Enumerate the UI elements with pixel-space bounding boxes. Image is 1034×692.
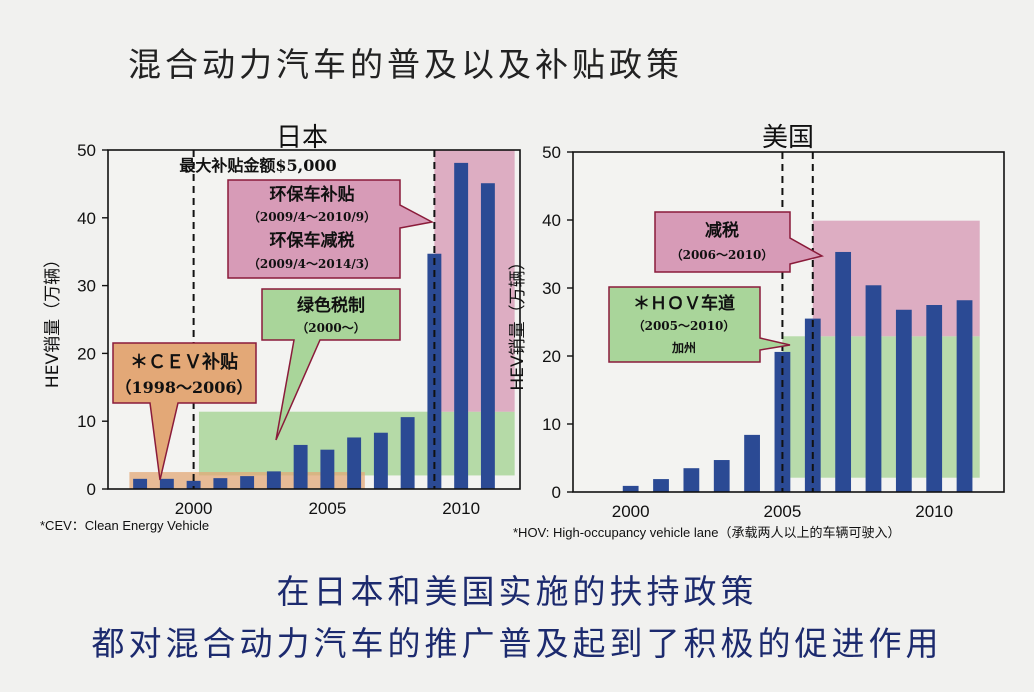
japan-bar-2000: [186, 480, 201, 489]
japan-bar-2011: [480, 183, 495, 490]
japan-ylabel: HEV销量（万辆）: [43, 251, 63, 388]
us-hov-callout: [608, 286, 791, 363]
us-hov-note: 加州: [671, 340, 696, 355]
japan-bar-2001: [213, 478, 228, 489]
japan-cev-label: ＊ＣＥＶ补贴: [130, 351, 238, 373]
us-ylabel: HEV销量（万辆）: [508, 253, 528, 390]
japan-chart-title: 日本: [276, 123, 329, 153]
japan-eco-tax-label: 环保车减税: [270, 230, 355, 251]
us-ytick-label-40: 40: [542, 211, 561, 230]
us-chart-title: 美国: [762, 123, 815, 153]
japan-bar-2003: [266, 471, 281, 489]
japan-max-subsidy-label: 最大补贴金额$5,000: [179, 156, 336, 175]
japan-bar-2007: [373, 432, 388, 489]
japan-green-period: （2000～）: [296, 320, 365, 335]
us-bar-2008: [865, 285, 882, 492]
us-tax-period: （2006～2010）: [671, 247, 774, 262]
us-bar-2001: [653, 479, 669, 492]
us-ytick-label-20: 20: [542, 347, 561, 366]
japan-bar-2004: [293, 444, 308, 489]
japan-ytick-label-40: 40: [77, 209, 96, 228]
us-ytick-label-30: 30: [542, 279, 561, 298]
japan-xtick-label-2000: 2000: [175, 499, 213, 518]
japan-eco-tax-period: （2009/4～2014/3）: [248, 256, 376, 271]
japan-eco-subsidy-label: 环保车补贴: [270, 184, 355, 205]
us-ytick-label-0: 0: [552, 483, 561, 502]
us-ytick-label-50: 50: [542, 143, 561, 162]
japan-bar-2002: [240, 476, 255, 489]
japan-ytick-label-20: 20: [77, 344, 96, 363]
us-tax-callout: [654, 211, 825, 273]
japan-bar-2010: [454, 162, 469, 489]
japan-eco-band: [434, 150, 515, 412]
us-bar-2011: [956, 300, 973, 492]
us-bar-2003: [713, 460, 730, 492]
us-footnote: *HOV: High-occupancy vehicle lane（承载两人以上…: [513, 525, 901, 540]
japan-ytick-label-10: 10: [77, 412, 96, 431]
japan-eco-callout: [227, 179, 435, 279]
japan-bar-2005: [320, 449, 335, 489]
us-hov-label: ＊ＨＯＶ车道: [633, 293, 735, 314]
japan-bar-2008: [400, 417, 415, 489]
japan-footnote: *CEV：Clean Energy Vehicle: [40, 518, 210, 533]
main-title: 混合动力汽车的普及以及补贴政策: [128, 45, 683, 84]
japan-plot-frame: [107, 149, 521, 490]
us-ytick-label-10: 10: [542, 415, 561, 434]
japan-cev-period: （1998～2006）: [115, 378, 252, 397]
us-plot-frame: [572, 151, 1005, 493]
conclusion-line-1: 在日本和美国实施的扶持政策: [276, 572, 758, 611]
conclusion-line-2: 都对混合动力汽车的推广普及起到了积极的促进作用: [91, 624, 943, 663]
japan-ytick-label-30: 30: [77, 277, 96, 296]
japan-ytick-label-50: 50: [77, 141, 96, 160]
japan-bar-1999: [159, 478, 174, 489]
us-xtick-label-2005: 2005: [764, 502, 802, 521]
us-bar-2002: [683, 468, 700, 492]
us-hov-period: （2005～2010）: [633, 318, 736, 333]
us-tax-label: 减税: [705, 220, 739, 241]
japan-ytick-label-0: 0: [87, 480, 96, 499]
us-bar-2007: [835, 251, 852, 492]
japan-xtick-label-2010: 2010: [442, 499, 480, 518]
japan-green-label: 绿色税制: [297, 295, 365, 316]
japan-xtick-label-2005: 2005: [308, 499, 346, 518]
us-bar-2000: [622, 485, 639, 492]
japan-eco-subsidy-period: （2009/4～2010/9）: [248, 209, 376, 224]
us-bar-2010: [926, 305, 943, 492]
japan-cev-callout: [112, 342, 257, 481]
japan-green-callout: [261, 288, 401, 441]
us-xtick-label-2010: 2010: [915, 502, 953, 521]
japan-bar-2006: [347, 437, 362, 489]
japan-bar-1998: [133, 478, 148, 489]
us-bar-2009: [895, 309, 912, 492]
us-xtick-label-2000: 2000: [612, 502, 650, 521]
us-bar-2004: [744, 434, 760, 492]
